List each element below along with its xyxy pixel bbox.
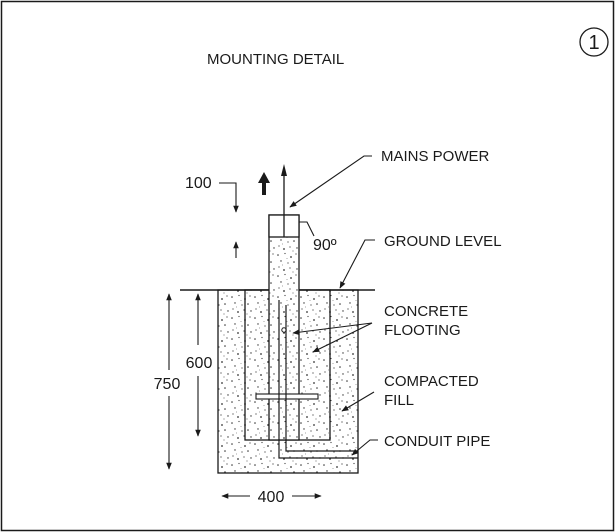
detail-number: 1 xyxy=(588,32,599,54)
conduit-pipe-leader xyxy=(351,439,378,456)
detail-number-circle xyxy=(579,27,609,57)
cable-arrow xyxy=(281,164,287,176)
concrete-label-line2: FLOOTING xyxy=(384,322,461,339)
concrete-leader-footing xyxy=(312,322,373,353)
compacted-label-line1: COMPACTED xyxy=(384,373,479,390)
mains-power-leader xyxy=(289,155,372,208)
compacted-label-line2: FILL xyxy=(384,392,414,409)
concrete-label-line1: CONCRETE xyxy=(384,303,468,320)
pole-extension-value: 100 xyxy=(185,175,212,192)
ground-level-label: GROUND LEVEL xyxy=(384,233,502,250)
angle-leader xyxy=(299,221,315,237)
total-depth-value: 750 xyxy=(154,376,181,393)
conduit-pipe-label: CONDUIT PIPE xyxy=(384,433,490,450)
concrete-leader-pole xyxy=(292,322,373,335)
up-arrow-icon xyxy=(258,172,270,195)
pole-extension-leader xyxy=(219,182,237,196)
diagram-title: MOUNTING DETAIL xyxy=(207,51,344,68)
width-value: 400 xyxy=(258,489,285,506)
ground-level-leader xyxy=(339,239,375,289)
conduit-pipe-upper-line xyxy=(278,300,358,459)
anchor-bar xyxy=(255,393,319,400)
conduit-entry-point xyxy=(281,327,287,333)
conduit-pipe-lower-line xyxy=(285,305,358,452)
footing-depth-value: 600 xyxy=(186,355,213,372)
angle-value: 90º xyxy=(313,237,337,254)
compacted-fill-leader xyxy=(341,391,375,412)
mains-power-label: MAINS POWER xyxy=(381,148,490,165)
